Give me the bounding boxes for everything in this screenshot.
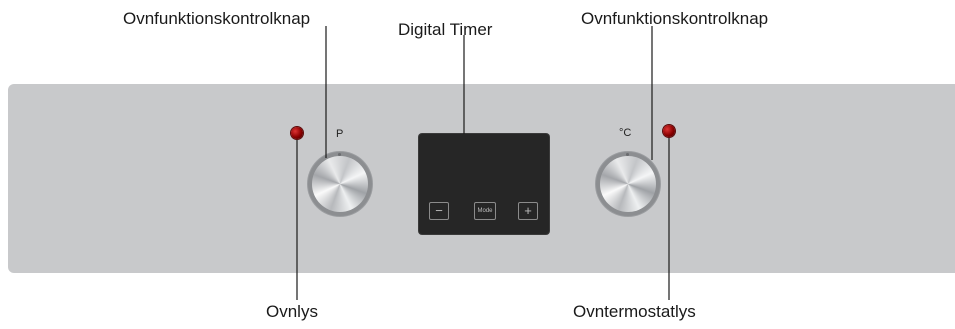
- label-function-knob-left: Ovnfunktionskontrolknap: [123, 9, 311, 28]
- digital-timer-display: − Mode +: [419, 134, 549, 234]
- knob-indicator-dot: [626, 153, 629, 156]
- label-oven-light: Ovnlys: [266, 302, 318, 321]
- left-knob-symbol: P: [336, 128, 344, 140]
- timer-mode-button[interactable]: Mode: [474, 202, 496, 220]
- oven-light-lamp-icon: [291, 127, 303, 139]
- label-thermostat-light: Ovntermostatlys: [573, 302, 696, 321]
- right-knob-symbol: °C: [619, 127, 632, 139]
- thermostat-knob-icon[interactable]: [596, 152, 660, 216]
- timer-minus-button[interactable]: −: [429, 202, 449, 220]
- knob-face: [312, 156, 368, 212]
- label-digital-timer: Digital Timer: [398, 20, 493, 39]
- timer-plus-button[interactable]: +: [518, 202, 538, 220]
- function-knob-icon[interactable]: [308, 152, 372, 216]
- knob-indicator-dot: [338, 153, 341, 156]
- thermostat-lamp-icon: [663, 125, 675, 137]
- label-function-knob-right: Ovnfunktionskontrolknap: [581, 9, 769, 28]
- knob-face: [600, 156, 656, 212]
